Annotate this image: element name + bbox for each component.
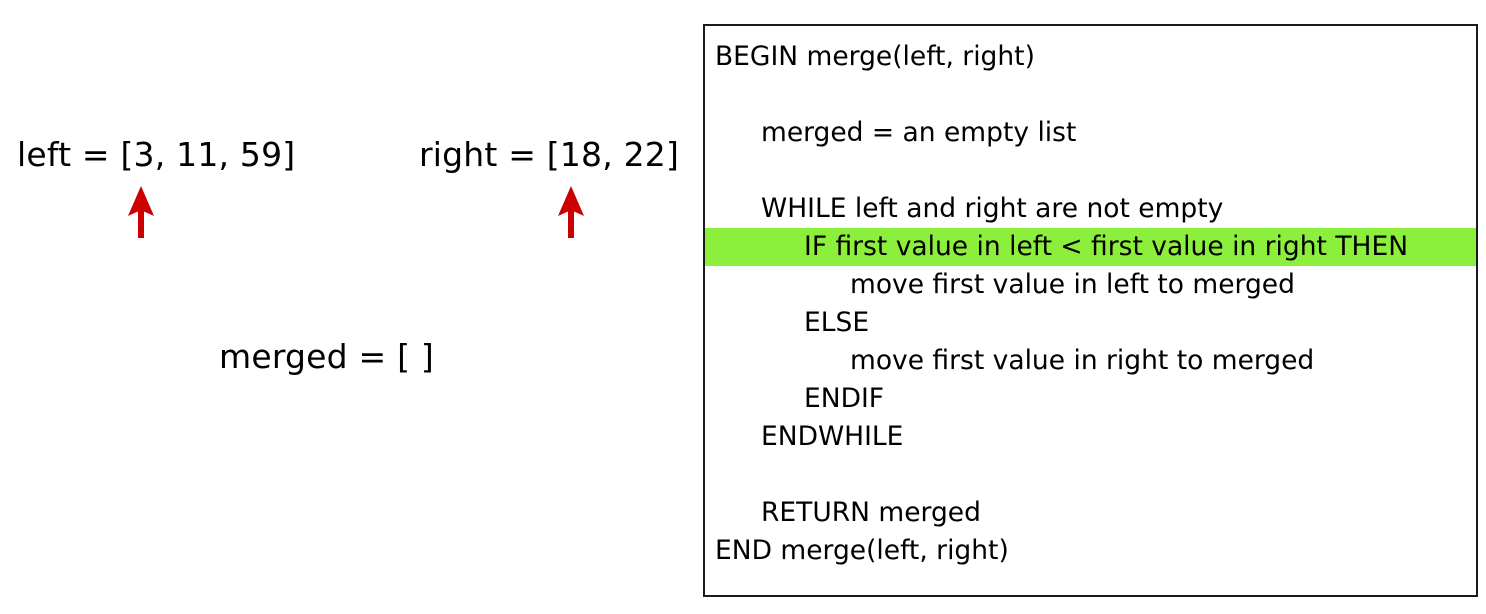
merged-array-expression: merged = [ ] <box>219 337 434 376</box>
array-state-panel: left = [3, 11, 59] right = [18, 22] merg… <box>0 0 700 614</box>
pseudocode-line-text: WHILE left and right are not empty <box>761 193 1224 224</box>
right-pointer-up-arrow-icon <box>556 186 586 238</box>
pseudocode-line: RETURN merged <box>705 494 1476 532</box>
pseudocode-lines: BEGIN merge(left, right) merged = an empt… <box>705 26 1476 595</box>
pseudocode-line: ENDIF <box>705 380 1476 418</box>
left-pointer-up-arrow-icon <box>126 186 156 238</box>
pseudocode-line-text: move first value in right to merged <box>850 345 1315 376</box>
pseudocode-line: END merge(left, right) <box>705 532 1476 570</box>
pseudocode-blank-line <box>705 152 1476 190</box>
pseudocode-line-text: END merge(left, right) <box>715 535 1009 566</box>
pseudocode-line: move first value in left to merged <box>705 266 1476 304</box>
pseudocode-line: move first value in right to merged <box>705 342 1476 380</box>
pseudocode-line-text: IF first value in left < first value in … <box>804 231 1409 262</box>
pseudocode-blank-line <box>705 76 1476 114</box>
pseudocode-box: BEGIN merge(left, right) merged = an empt… <box>703 24 1478 597</box>
left-array-expression: left = [3, 11, 59] <box>17 135 296 174</box>
pseudocode-line: ELSE <box>705 304 1476 342</box>
pseudocode-line-text: BEGIN merge(left, right) <box>715 41 1035 72</box>
pseudocode-line: merged = an empty list <box>705 114 1476 152</box>
pseudocode-line-text: merged = an empty list <box>761 117 1077 148</box>
pseudocode-line: ENDWHILE <box>705 418 1476 456</box>
pseudocode-line-highlighted: IF first value in left < first value in … <box>705 228 1476 266</box>
pseudocode-line: BEGIN merge(left, right) <box>705 38 1476 76</box>
pseudocode-blank-line <box>705 456 1476 494</box>
pseudocode-line-text: ENDWHILE <box>761 421 904 452</box>
pseudocode-line-text: move first value in left to merged <box>850 269 1295 300</box>
pseudocode-line-text: ELSE <box>804 307 870 338</box>
pseudocode-line-text: ENDIF <box>804 383 885 414</box>
pseudocode-line-text: RETURN merged <box>761 497 981 528</box>
pseudocode-line: WHILE left and right are not empty <box>705 190 1476 228</box>
right-array-expression: right = [18, 22] <box>419 135 680 174</box>
